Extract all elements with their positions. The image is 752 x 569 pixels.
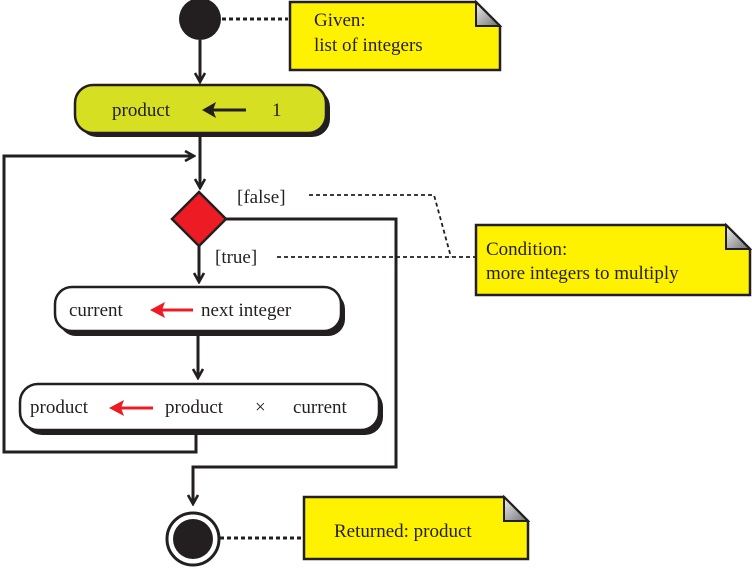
- given-note: Given: list of integers: [288, 0, 503, 72]
- flow-loop-back: [2, 156, 198, 454]
- multiply-operator: ×: [255, 397, 266, 418]
- multiply-target: product: [30, 397, 89, 418]
- condition-note: Condition: more integers to multiply: [474, 222, 752, 297]
- condition-note-title: Condition:: [486, 239, 567, 260]
- initial-node: [179, 0, 221, 40]
- action-init-product: product 1: [73, 83, 330, 137]
- condition-note-connector-false: [309, 194, 452, 258]
- decision-node: [170, 190, 228, 248]
- next-value: next integer: [201, 300, 292, 321]
- left-arrow-icon: [109, 400, 153, 416]
- left-arrow-icon: [150, 302, 193, 318]
- init-value: 1: [272, 100, 282, 121]
- multiply-operand-b: current: [293, 397, 348, 418]
- returned-note: Returned: product: [302, 494, 531, 561]
- given-note-title: Given:: [314, 10, 366, 31]
- init-target: product: [112, 100, 171, 121]
- given-note-body: list of integers: [314, 35, 423, 56]
- action-next-integer: current next integer: [53, 285, 345, 336]
- multiply-operand-a: product: [165, 397, 224, 418]
- action-multiply: product product × current: [18, 382, 383, 435]
- left-arrow-icon: [202, 102, 246, 118]
- guard-false: [false]: [237, 187, 286, 208]
- next-target: current: [69, 300, 124, 321]
- final-node: [165, 511, 221, 567]
- returned-note-text: Returned: product: [334, 521, 472, 542]
- guard-true: [true]: [215, 247, 257, 268]
- condition-note-body: more integers to multiply: [486, 263, 679, 284]
- flow-false-branch: [193, 217, 398, 504]
